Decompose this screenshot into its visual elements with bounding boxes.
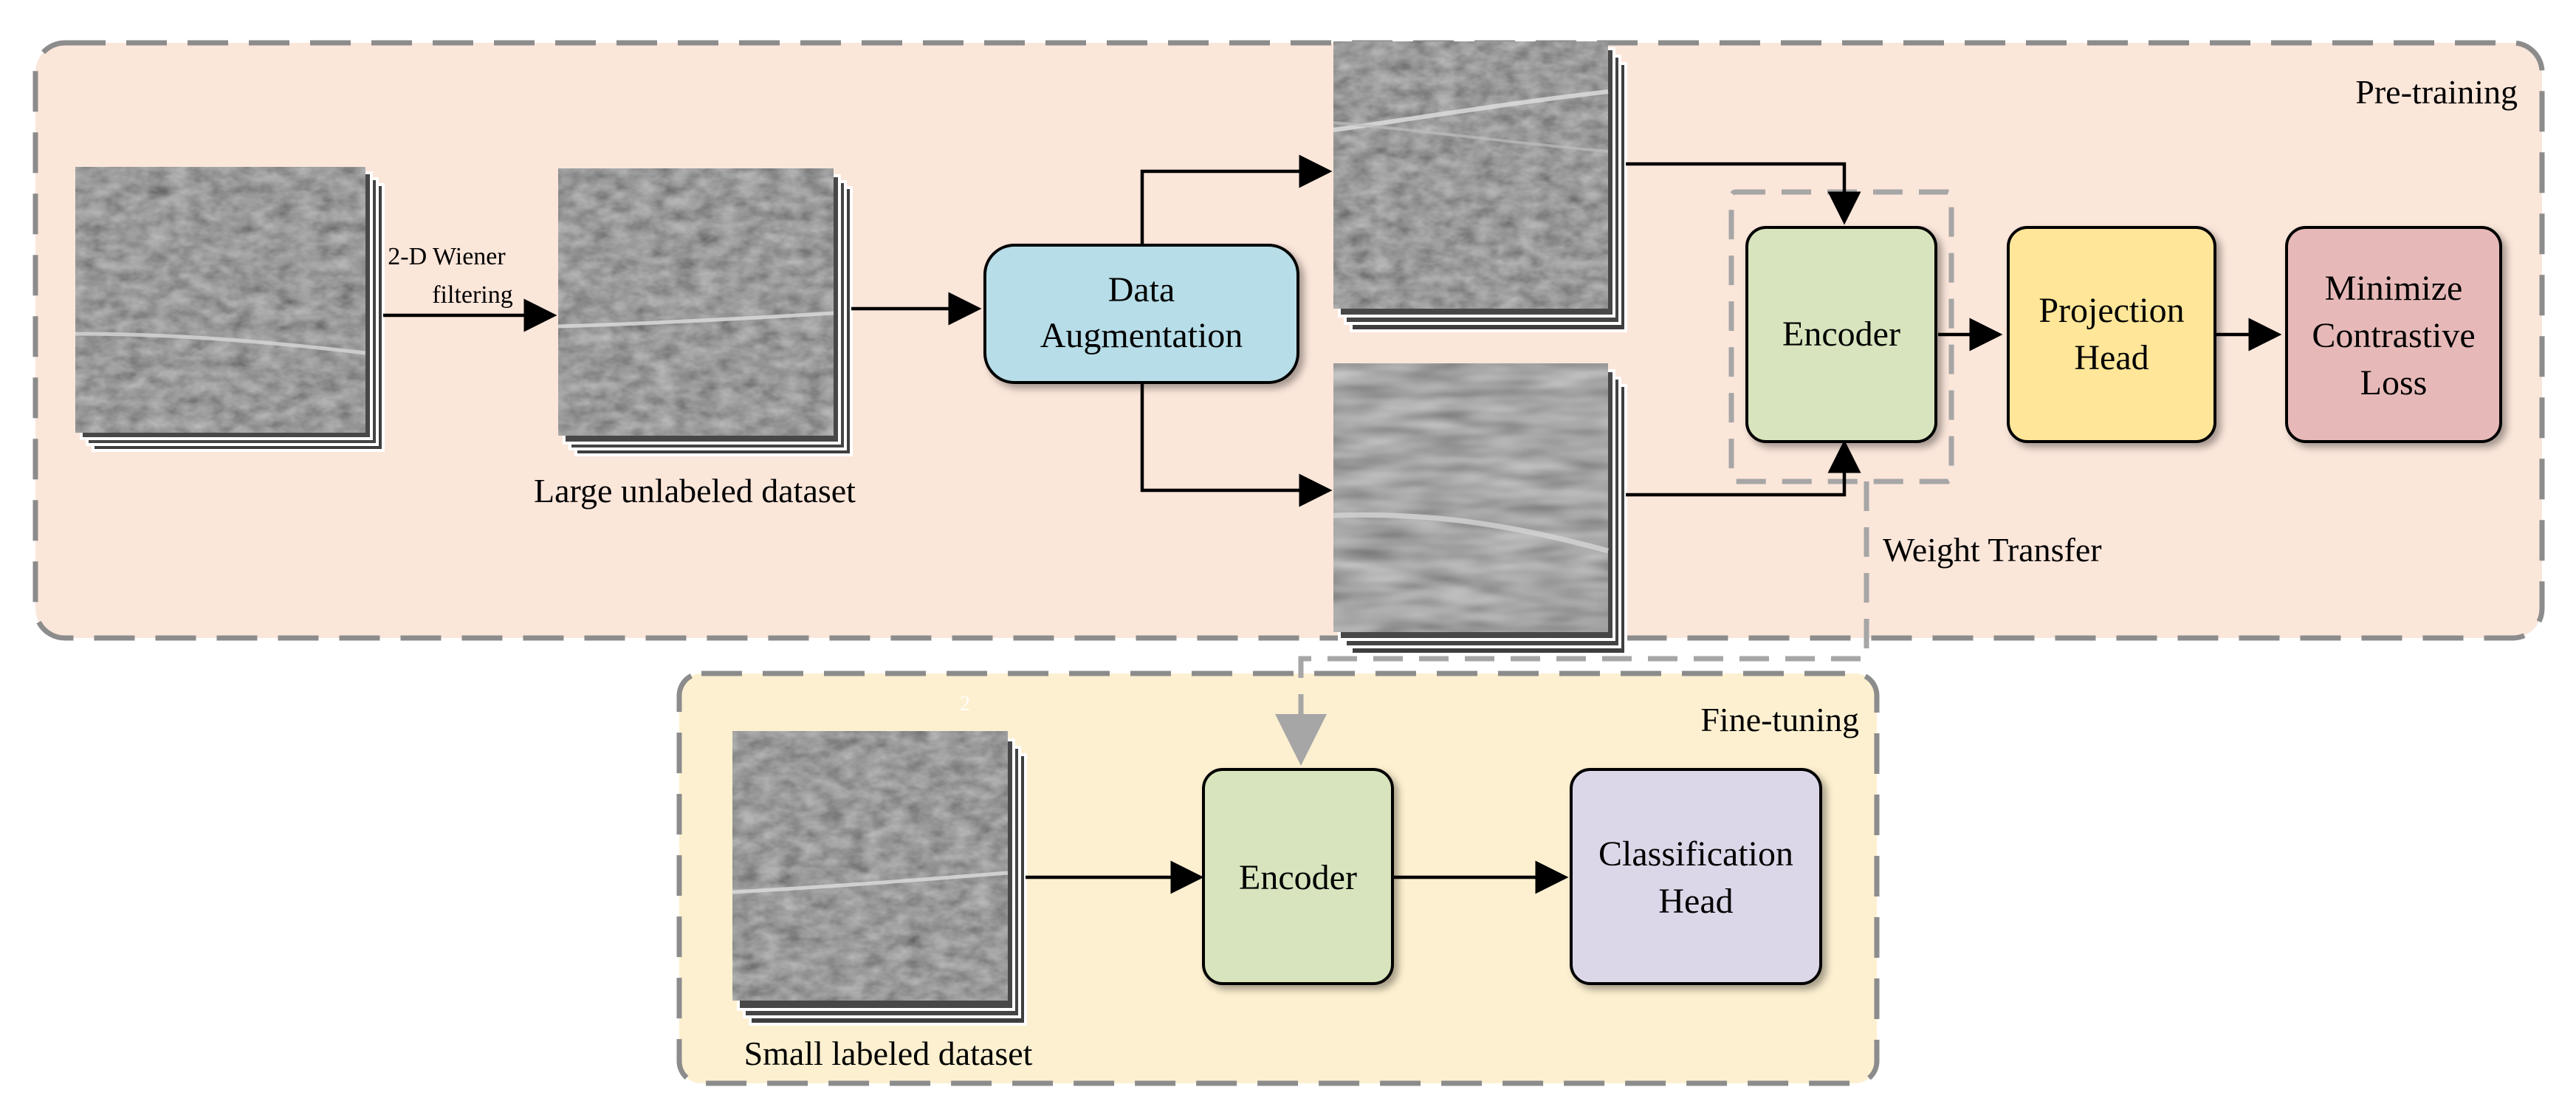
augmentation-to-view2-arrow — [1140, 383, 1333, 507]
svg-text:Encoder: Encoder — [1782, 315, 1900, 354]
wiener-label-line2: filtering — [432, 281, 513, 309]
svg-text:Minimize: Minimize — [2325, 269, 2463, 308]
svg-text:Head: Head — [1658, 882, 1733, 921]
svg-text:Encoder: Encoder — [1239, 858, 1357, 897]
augmented-view-1-stack — [1333, 41, 1627, 332]
view2-to-encoder-arrow — [1626, 439, 1861, 497]
svg-text:Data: Data — [1108, 270, 1175, 309]
svg-text:Projection: Projection — [2039, 291, 2184, 330]
classification-head-box: Classification Head — [1570, 768, 1822, 985]
svg-text:Loss: Loss — [2360, 363, 2428, 402]
labeled-image-stack — [732, 731, 1027, 1026]
large-dataset-label: Large unlabeled dataset — [534, 472, 856, 510]
projection-head-box: Projection Head — [2007, 226, 2216, 443]
encoder-pretrain-box: Encoder — [1745, 226, 1937, 443]
raw-image-stack — [75, 167, 385, 452]
svg-text:Classification: Classification — [1598, 834, 1793, 874]
pretraining-label: Pre-training — [2355, 73, 2518, 111]
weight-transfer-arrow — [1275, 481, 1869, 766]
finetuning-label: Fine-tuning — [1700, 701, 1859, 738]
flow-arrows — [383, 154, 2282, 894]
finetuning-stray-mark: 2 — [960, 693, 970, 716]
svg-text:Contrastive: Contrastive — [2312, 316, 2475, 355]
svg-text:Head: Head — [2074, 338, 2149, 377]
encoder-finetune-box: Encoder — [1202, 768, 1394, 985]
small-dataset-label: Small labeled dataset — [744, 1035, 1033, 1072]
svg-text:Augmentation: Augmentation — [1040, 316, 1243, 355]
augmented-view-2-stack — [1333, 363, 1627, 656]
weight-transfer-label: Weight Transfer — [1883, 531, 2102, 569]
contrastive-loss-box: Minimize Contrastive Loss — [2285, 226, 2502, 443]
data-augmentation-box: Data Augmentation — [983, 244, 1299, 384]
augmentation-to-view1-arrow — [1140, 154, 1333, 245]
wiener-label-line1: 2-D Wiener — [388, 243, 506, 270]
filtered-image-stack — [557, 168, 853, 456]
view1-to-encoder-arrow — [1626, 162, 1861, 225]
